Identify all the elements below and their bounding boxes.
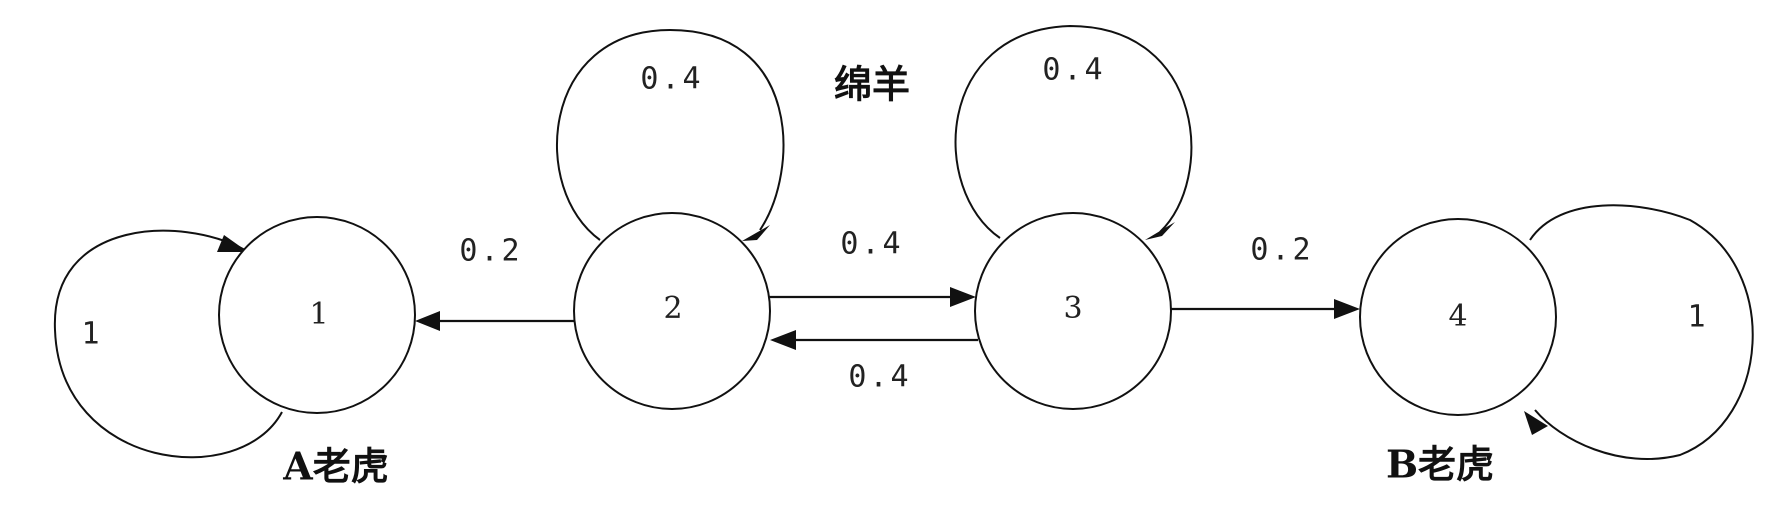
node-2-label: 2 (663, 291, 682, 326)
self-loop-arrow-node-1 (217, 235, 248, 252)
node-2 (573, 212, 771, 410)
group-label-tiger-b: B老虎 (1386, 442, 1494, 487)
self-loop-node-4 (1529, 204, 1754, 460)
self-loop-node-3 (954, 24, 1193, 239)
edge-2-to-1-arrow (415, 311, 440, 331)
edge-3-to-2-label: 0.4 (848, 360, 911, 395)
self-loop-label-node-1: 1 (81, 317, 102, 352)
group-label-tiger-a: A老虎 (282, 444, 388, 489)
edge-3-to-4-label: 0.2 (1250, 233, 1313, 268)
edge-2-to-3-label: 0.4 (840, 227, 903, 262)
node-4-label: 4 (1448, 299, 1467, 334)
node-3-label: 3 (1063, 291, 1082, 326)
node-3 (974, 212, 1172, 410)
self-loop-label-node-4: 1 (1687, 300, 1708, 335)
group-label-sheep: 绵羊 (834, 62, 910, 107)
edge-2-to-1-label: 0.2 (459, 234, 522, 269)
node-1-label: 1 (309, 297, 328, 332)
self-loop-node-2 (555, 28, 785, 241)
node-1 (218, 216, 416, 414)
self-loop-arrow-node-4 (1524, 411, 1548, 435)
edge-3-to-2-arrow (770, 330, 796, 350)
self-loop-label-node-2: 0.4 (640, 62, 703, 97)
self-loop-arrow-node-3 (1145, 222, 1175, 240)
node-4 (1359, 218, 1557, 416)
self-loop-arrow-node-2 (742, 225, 770, 241)
edge-3-to-4-arrow (1334, 299, 1360, 319)
self-loop-label-node-3: 0.4 (1042, 53, 1105, 88)
self-loop-node-1 (53, 229, 283, 459)
edge-2-to-3-arrow (950, 287, 976, 307)
